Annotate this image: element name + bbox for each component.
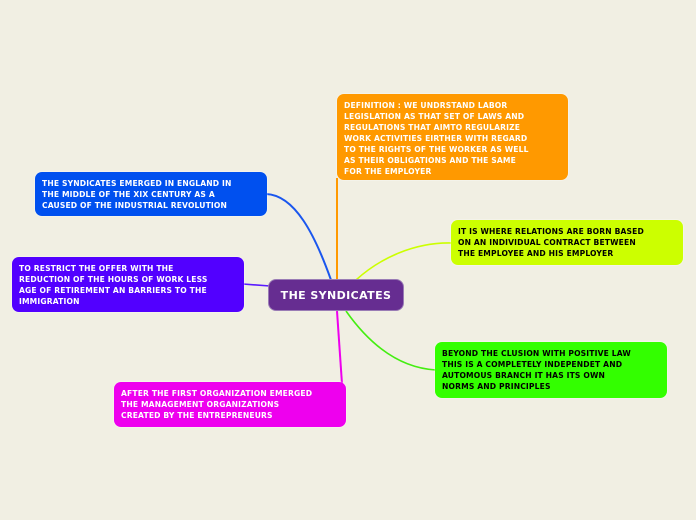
node-relations-text: IT IS WHERE RELATIONS ARE BORN BASED ON … [458,227,644,258]
node-beyond-text: BEYOND THE CLUSION WITH POSITIVE LAW THI… [442,349,631,391]
node-origin-text: THE SYNDICATES EMERGED IN ENGLAND IN THE… [42,179,232,210]
connector-after [336,310,343,385]
central-topic-label: THE SYNDICATES [280,288,392,302]
node-beyond[interactable]: BEYOND THE CLUSION WITH POSITIVE LAW THI… [435,342,667,398]
node-origin[interactable]: THE SYNDICATES EMERGED IN ENGLAND IN THE… [35,172,267,216]
connector-relations [355,242,453,281]
connector-beyond [345,310,437,371]
central-topic[interactable]: THE SYNDICATES [268,279,404,311]
node-relations[interactable]: IT IS WHERE RELATIONS ARE BORN BASED ON … [451,220,683,265]
node-restrict-text: TO RESTRICT THE OFFER WITH THE REDUCTION… [19,264,208,306]
node-after[interactable]: AFTER THE FIRST ORGANIZATION EMERGED THE… [114,382,346,427]
node-restrict[interactable]: TO RESTRICT THE OFFER WITH THE REDUCTION… [12,257,244,312]
node-definition-text: DEFINITION : WE UNDRSTAND LABOR LEGISLAT… [344,101,529,176]
node-after-text: AFTER THE FIRST ORGANIZATION EMERGED THE… [121,389,313,420]
node-definition[interactable]: DEFINITION : WE UNDRSTAND LABOR LEGISLAT… [337,94,568,180]
connector-origin [265,193,332,281]
connector-restrict [242,283,271,287]
